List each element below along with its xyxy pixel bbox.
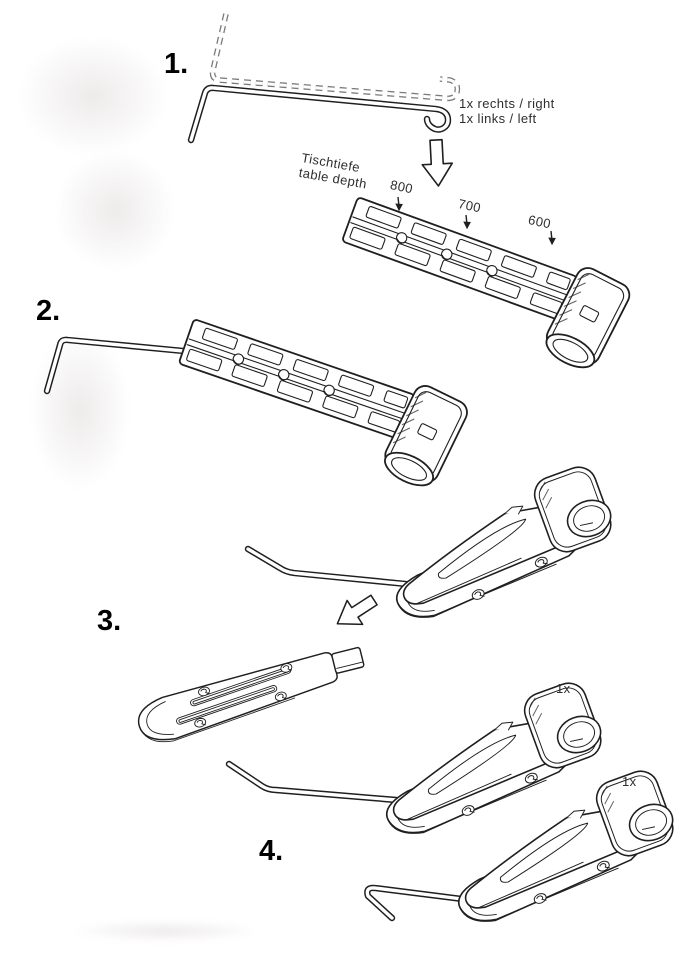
quantity-right-label: 1x rechts / right [459, 96, 555, 111]
clamp-unit-drawing-step3 [375, 461, 623, 626]
clamp-rod-drawing-step4-lower [364, 884, 474, 922]
qty-1x-lower-label: 1x [622, 774, 637, 789]
depth-marker-arrow-800-icon [393, 196, 405, 213]
depth-marker-arrow-600-icon [546, 230, 558, 247]
quantity-note: 1x rechts / right 1x links / left [459, 96, 555, 126]
insert-arrow-down-icon [420, 138, 455, 188]
clamp-rod-drawing-step1 [187, 84, 452, 144]
step4-number: 4. [259, 835, 284, 867]
step3-number: 3. [97, 605, 122, 637]
depth-marker-arrow-700-icon [461, 214, 473, 231]
clamp-rod-drawing-step2 [43, 336, 219, 395]
ghost-rod-drawing [209, 13, 461, 102]
qty-1x-upper-label: 1x [556, 681, 571, 696]
step2-number: 2. [36, 295, 61, 327]
clamp-rod-drawing-step4-upper [225, 760, 400, 804]
rail-bracket-drawing-step1 [326, 182, 637, 381]
step1-number: 1. [164, 48, 189, 80]
base-plate-drawing-step3 [133, 638, 369, 749]
clamp-rod-drawing-step3 [244, 545, 410, 588]
quantity-left-label: 1x links / left [459, 111, 537, 126]
rail-bracket-with-rod-drawing-step2 [164, 304, 475, 498]
place-arrow-down-left-icon [328, 587, 383, 637]
